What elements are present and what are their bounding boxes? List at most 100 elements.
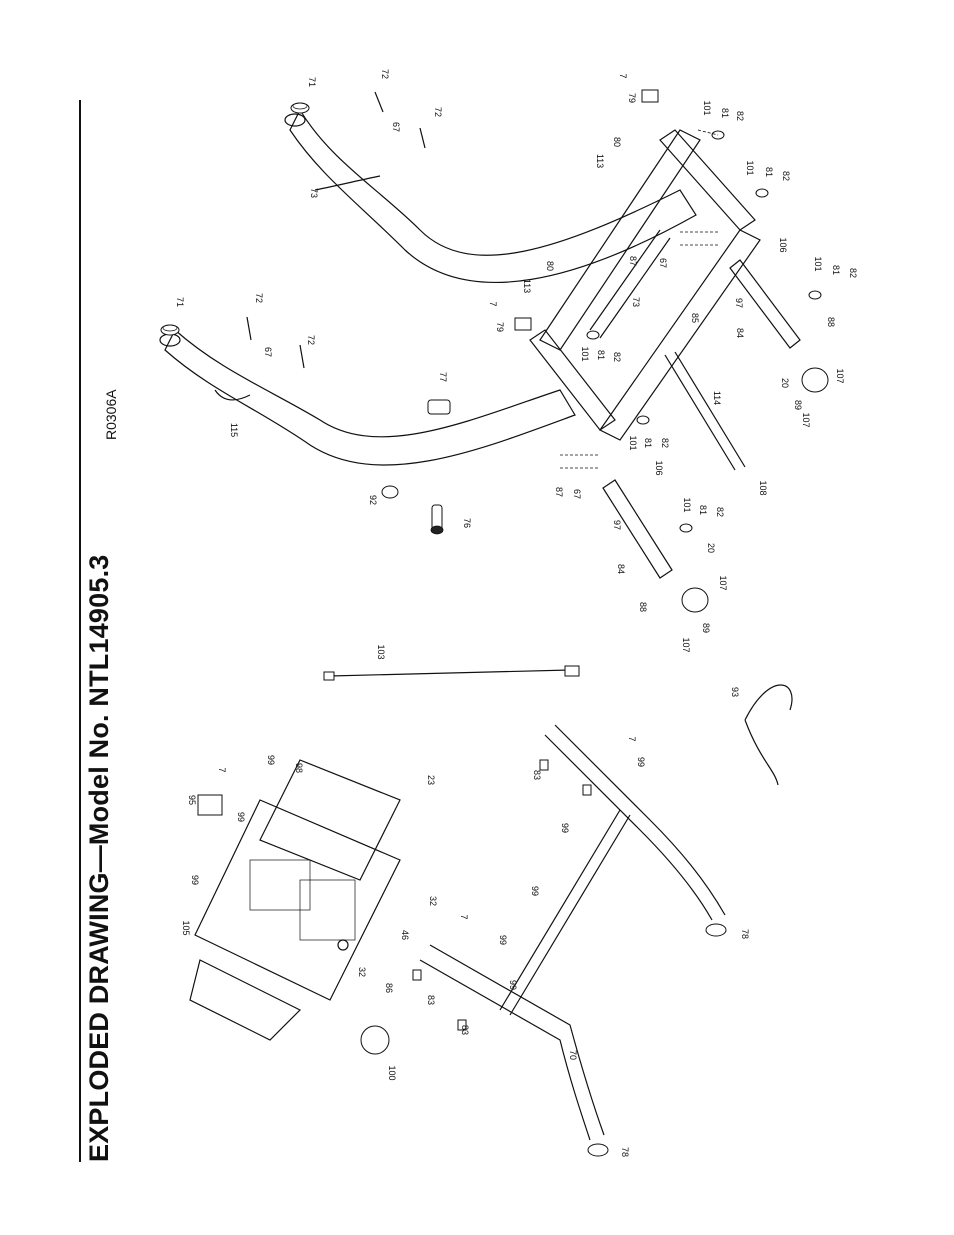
cylinder-114 [664, 351, 746, 471]
callout-c23a: 23 [426, 775, 436, 785]
callout-c7b: 7 [488, 301, 498, 306]
callout-c99a: 99 [636, 757, 646, 767]
callout-c84a: 84 [735, 328, 745, 338]
callout-c99d: 99 [560, 823, 570, 833]
bushing-77 [427, 399, 451, 415]
callout-c88a: 88 [826, 317, 836, 327]
callout-c100a: 100 [387, 1065, 397, 1080]
callout-c97a: 97 [734, 298, 744, 308]
callout-c67a: 67 [391, 122, 401, 132]
callout-c82a: 82 [735, 111, 745, 121]
callout-c20b: 20 [706, 543, 716, 553]
callout-c101d: 101 [580, 346, 590, 361]
callout-c76a: 76 [462, 518, 472, 528]
callout-c95a: 95 [187, 795, 197, 805]
callout-c20a: 20 [780, 378, 790, 388]
callout-c83b: 83 [426, 995, 436, 1005]
callout-c106a: 106 [778, 237, 788, 252]
callout-c92a: 92 [368, 495, 378, 505]
callout-c81d: 81 [596, 350, 606, 360]
callout-c67b: 67 [658, 258, 668, 268]
crossbar-85 [589, 229, 671, 339]
callout-c83a: 83 [532, 770, 542, 780]
callout-c81f: 81 [698, 505, 708, 515]
callout-c78a: 78 [620, 1147, 630, 1157]
roller-89-left [681, 587, 709, 613]
bracket-79 [514, 89, 659, 331]
callout-c107d: 107 [681, 637, 691, 652]
callout-c72a: 72 [380, 69, 390, 79]
callout-c79a: 79 [627, 93, 637, 103]
callout-c7a: 7 [618, 73, 628, 78]
bolt-72-left [246, 316, 305, 369]
callout-c103a: 103 [376, 644, 386, 659]
callout-c101a: 101 [702, 100, 712, 115]
callout-c82d: 82 [612, 352, 622, 362]
knob-92 [381, 485, 399, 499]
callout-c82f: 82 [715, 507, 725, 517]
callout-c89b: 89 [701, 623, 711, 633]
callout-c84b: 84 [616, 564, 626, 574]
wire-115 [214, 389, 251, 401]
pin-76 [430, 504, 444, 535]
endcap-78 [587, 923, 727, 1157]
callout-c81c: 81 [831, 265, 841, 275]
right-upright-tube [284, 108, 697, 284]
roller-89-right [801, 367, 829, 393]
callout-c72b: 72 [433, 107, 443, 117]
callout-c32a: 32 [428, 896, 438, 906]
callout-c101f: 101 [682, 497, 692, 512]
callout-labels: 71 72 67 72 73 7 79 101 81 82 80 113 101 81 82 106 87 67 1… [175, 69, 858, 1157]
callout-c71b: 71 [175, 297, 185, 307]
callout-c70a: 70 [568, 1050, 578, 1060]
callout-c80b: 80 [545, 261, 555, 271]
callout-c7d: 7 [217, 767, 227, 772]
foot-97-right [729, 259, 801, 349]
callout-c113a: 113 [595, 154, 605, 168]
title-rule [79, 100, 81, 1162]
dashed-guides [560, 129, 720, 469]
endcap-71-top [290, 102, 310, 114]
callout-c107b: 107 [801, 412, 811, 427]
callout-c7c: 7 [627, 736, 637, 741]
callout-c97b: 97 [612, 520, 622, 530]
callout-c82c: 82 [848, 268, 858, 278]
callout-c99c: 99 [266, 755, 276, 765]
callout-c87a: 87 [628, 256, 638, 266]
console-assembly [189, 759, 401, 1041]
callout-c101c: 101 [813, 256, 823, 271]
callout-c71a: 71 [307, 77, 317, 87]
bolt-72-top [374, 91, 426, 149]
callout-c99b: 99 [236, 812, 246, 822]
callout-c107c: 107 [718, 575, 728, 590]
callout-c77a: 77 [438, 372, 448, 382]
callout-c101e: 101 [628, 435, 638, 450]
callout-c73b: 73 [631, 297, 641, 307]
callout-c7e: 7 [459, 914, 469, 919]
callout-c107a: 107 [835, 368, 845, 383]
callout-c101b: 101 [745, 160, 755, 175]
callout-c108a: 108 [758, 480, 768, 495]
callout-c87b: 87 [554, 487, 564, 497]
callout-c93a: 93 [730, 687, 740, 697]
base-frame [529, 129, 761, 441]
callout-c86a: 86 [384, 983, 394, 993]
console-frame-70 [419, 724, 726, 1141]
callout-c32b: 32 [357, 967, 367, 977]
wire-73-top [314, 175, 381, 191]
callout-c81e: 81 [643, 438, 653, 448]
endcap-71-left [160, 324, 180, 336]
foot-97-left [602, 479, 673, 579]
callout-c99e: 99 [530, 886, 540, 896]
callout-c80a: 80 [612, 137, 622, 147]
callout-c98a: 98 [294, 763, 304, 773]
callout-c79b: 79 [495, 322, 505, 332]
callout-c99f: 99 [498, 935, 508, 945]
callout-c99g: 99 [190, 875, 200, 885]
callout-c115a: 115 [229, 423, 239, 437]
callout-c83c: 83 [460, 1025, 470, 1035]
callout-c113b: 113 [522, 279, 532, 293]
callout-c81a: 81 [720, 108, 730, 118]
callout-c89a: 89 [793, 400, 803, 410]
